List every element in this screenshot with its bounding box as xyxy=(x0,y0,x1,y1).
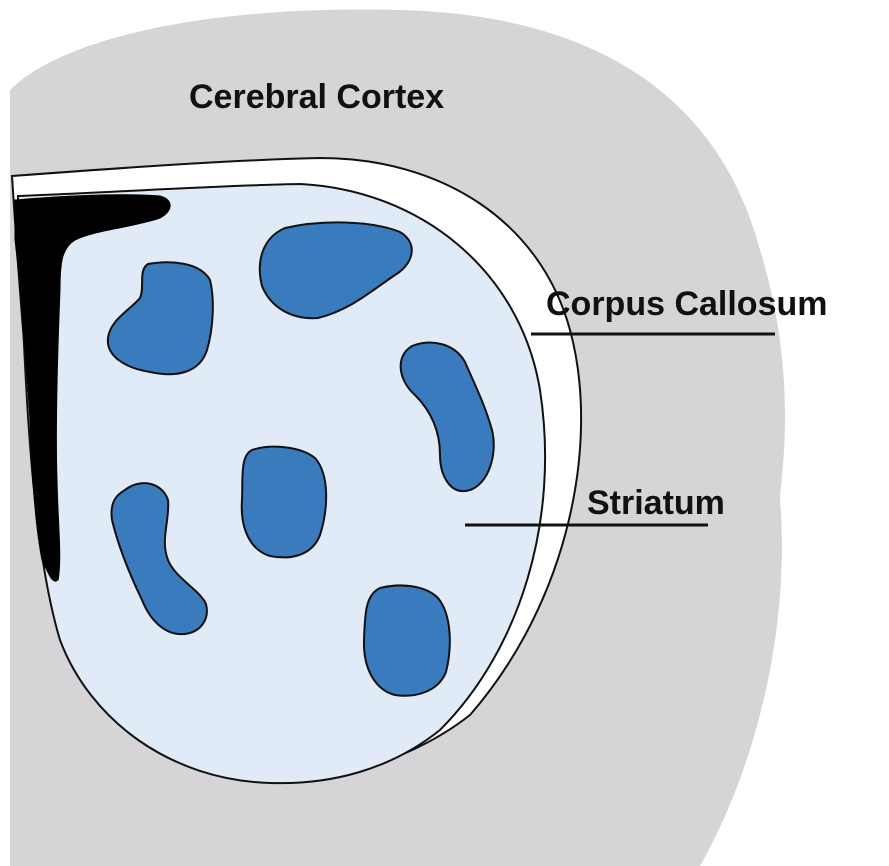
corpus-callosum-label: Corpus Callosum xyxy=(546,287,827,321)
striosome-patch xyxy=(242,447,326,558)
cerebral-cortex-label: Cerebral Cortex xyxy=(189,80,444,114)
striosome-patch xyxy=(364,585,450,695)
striatum-label: Striatum xyxy=(587,486,725,520)
